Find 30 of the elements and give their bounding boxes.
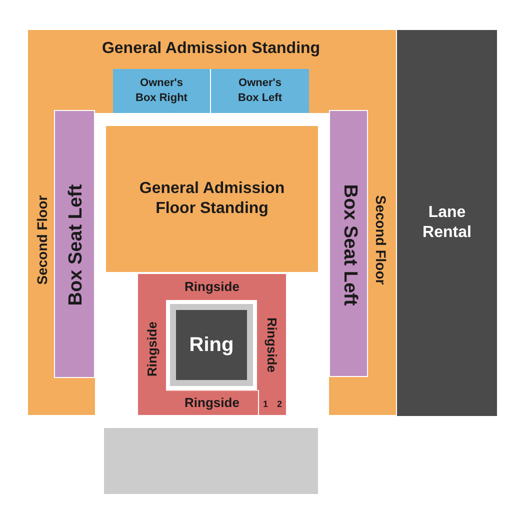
- section-label: 2: [277, 398, 282, 411]
- section-label: Ringside: [184, 394, 240, 412]
- section-label: Lane Rental: [422, 203, 472, 243]
- ringside-section: [258, 390, 286, 415]
- section-label: Box Seat Left: [66, 184, 85, 306]
- section-label: Second Floor: [35, 195, 49, 285]
- standing-section: [28, 30, 396, 113]
- floor-standing-section: [106, 126, 318, 272]
- box-seat-section: [329, 110, 368, 377]
- owners-box-section: [113, 69, 211, 113]
- floor-section: [329, 113, 396, 415]
- box-seat-section: [54, 110, 95, 378]
- rental-section: [397, 30, 497, 416]
- section-label: Ring: [189, 333, 234, 358]
- ringside-section: [138, 300, 166, 415]
- floor-section: [28, 113, 95, 415]
- ringside-section: [138, 274, 286, 300]
- owners-box-section: [211, 69, 309, 113]
- section-label: 1: [262, 398, 268, 411]
- section-label: Box Seat Left: [340, 184, 359, 306]
- stage-area: [104, 428, 318, 494]
- section-label: Second Floor: [374, 195, 388, 285]
- section-label: Owner's Box Left: [237, 76, 283, 106]
- section-label: General Admission Floor Standing: [138, 179, 286, 219]
- section-label: Ringside: [265, 318, 278, 372]
- section-label: Owner's Box Right: [134, 76, 188, 106]
- section-label: General Admission Standing: [102, 41, 320, 57]
- section-label: Ringside: [184, 278, 240, 296]
- section-label: Ringside: [146, 322, 158, 376]
- ringside-section: [166, 390, 258, 415]
